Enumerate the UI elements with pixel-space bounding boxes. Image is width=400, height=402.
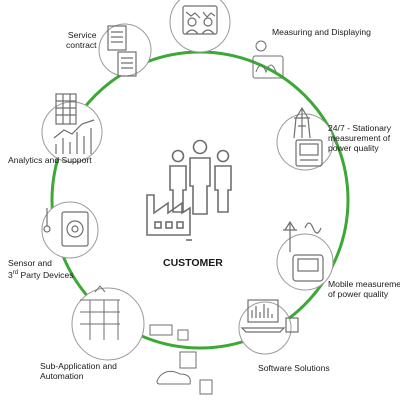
customer-group-factory-icon (146, 139, 232, 241)
power-pylon-meter-icon (293, 106, 323, 167)
label-line: Sensor and (8, 258, 52, 268)
computer-software-icon (240, 299, 299, 333)
label-line: measurement of (328, 133, 391, 143)
label-line: Analytics and Support (8, 155, 92, 165)
label-line: power quality (328, 143, 379, 153)
node-label-stationary: 24/7 - Stationary measurement of power q… (328, 123, 391, 153)
people-with-display-icon (182, 5, 218, 35)
node-label-analytics: Analytics and Support (8, 155, 92, 165)
node-circle-analytics (41, 101, 103, 163)
documents-icon (107, 25, 137, 77)
energy-meter-display-icon (252, 40, 284, 79)
ordinal-suffix: rd (12, 270, 19, 276)
label-line: Service (67, 30, 97, 40)
node-label-sensor: Sensor and 3rd Party Devices (8, 258, 74, 280)
label-line: of power quality (328, 289, 389, 299)
node-circle-stationary (276, 113, 334, 171)
label-line: 3rd Party Devices (8, 269, 74, 280)
label-line: contract (66, 40, 97, 50)
label-line: Automation (40, 371, 84, 381)
node-label-service: Service contract (66, 30, 97, 50)
center-label: CUSTOMER (163, 257, 223, 269)
node-label-measuring: Measuring and Displaying (272, 27, 371, 37)
node-circle-sensor (41, 201, 99, 259)
node-label-mobile: Mobile measurement of power quality (328, 279, 400, 299)
label-line: Sub-Application and (40, 361, 117, 371)
analytics-chart-icon (53, 93, 95, 154)
node-label-software: Software Solutions (258, 363, 330, 373)
label-line: Software Solutions (258, 363, 330, 373)
node-circle-measuring (169, 0, 231, 53)
network-automation-icon (80, 285, 213, 395)
node-circle-mobile (276, 233, 334, 291)
sensor-thermometer-icon (43, 208, 89, 247)
portable-analyzer-icon (283, 220, 324, 282)
label-line: 24/7 - Stationary (328, 123, 392, 133)
node-label-automation: Sub-Application and Automation (40, 361, 117, 381)
label-line: Mobile measurement (328, 279, 400, 289)
label-line: Measuring and Displaying (272, 27, 371, 37)
